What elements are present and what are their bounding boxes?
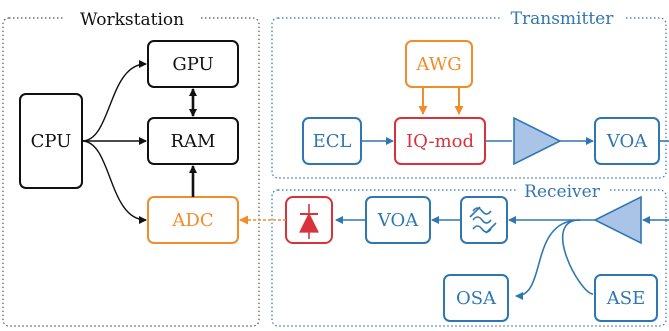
receiver-label: Receiver (524, 182, 601, 202)
transmitter-label: Transmitter (511, 9, 615, 29)
workstation-frame (2, 17, 260, 327)
rx-amplifier-icon (593, 195, 642, 245)
receiver-frame (271, 189, 667, 327)
optical-filter-block (460, 196, 508, 244)
voa-rx-label: VOA (377, 210, 419, 231)
awg-block (405, 40, 473, 88)
ram-label: RAM (171, 131, 216, 152)
workstation-label: Workstation (80, 10, 184, 30)
transmitter-frame (271, 17, 667, 179)
tx-amplifier-icon (513, 116, 562, 166)
cpu-label: CPU (31, 131, 72, 152)
workstation-label-bg (64, 6, 200, 30)
cpu-to-adc-arrow (81, 140, 147, 224)
awg-label: AWG (415, 54, 461, 75)
gpu-block (147, 40, 239, 88)
photodiode-icon (299, 204, 319, 239)
cpu-to-gpu-arrow (81, 60, 147, 142)
iq-mod-label: IQ-mod (406, 131, 474, 152)
gpu-label: GPU (172, 54, 213, 75)
adc-label: ADC (171, 210, 213, 231)
voa-tx-label: VOA (606, 131, 648, 152)
osa-block (443, 274, 509, 322)
transmitter-label-bg (500, 6, 624, 30)
osa-label: OSA (456, 288, 497, 309)
ase-block (594, 274, 658, 322)
coupler-to-osa-curve (515, 219, 581, 300)
receiver-label-bg (516, 180, 608, 200)
ram-block (147, 117, 239, 165)
filter-wave-icon (469, 206, 497, 234)
ase-label: ASE (606, 288, 645, 309)
ase-to-coupler-curve (561, 219, 595, 295)
ecl-label: ECL (313, 131, 352, 152)
